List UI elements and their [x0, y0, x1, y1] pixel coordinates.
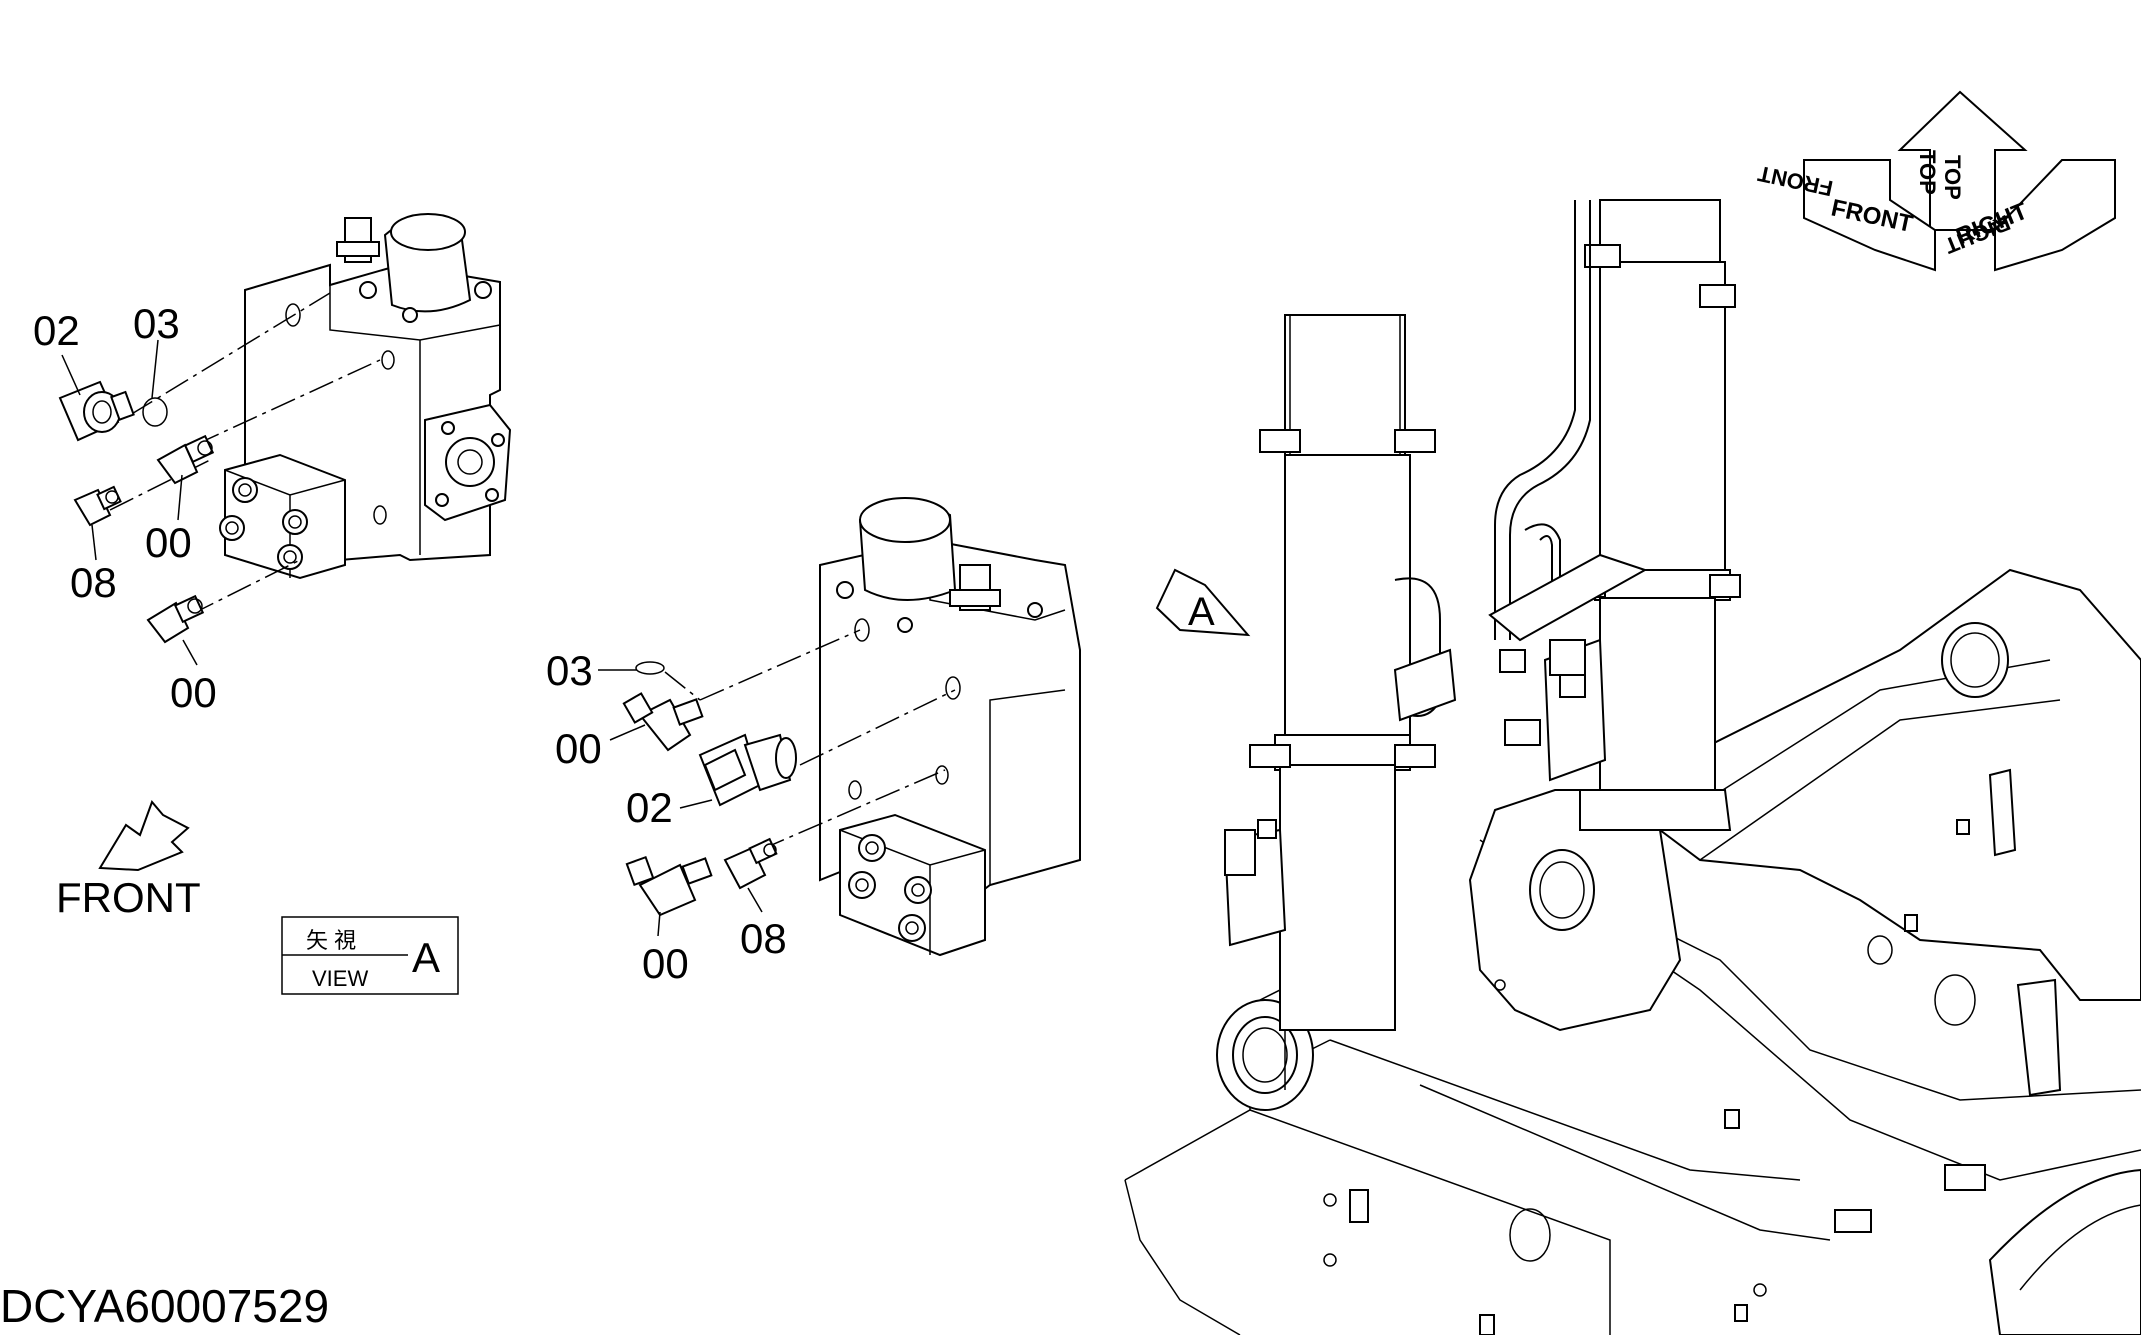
orientation-top-mirrored-label: TOP: [1940, 155, 1965, 200]
view-a-marker: A: [1155, 568, 1251, 637]
left-valve-assembly: 02 03 00 08 00: [33, 213, 512, 716]
orientation-indicator: FRONT FRONT TOP TOP RIGHT RIGHT: [1755, 90, 2116, 272]
view-box-japanese: 矢 視: [306, 928, 356, 953]
machine-structure: [1124, 199, 2141, 1335]
center-label-part-08: 08: [740, 915, 787, 962]
front-arrow-label: FRONT: [56, 874, 201, 921]
center-label-part-02: 02: [626, 784, 673, 831]
view-box-letter: A: [412, 934, 440, 981]
left-label-part-00-lower: 00: [170, 669, 217, 716]
view-box-view: VIEW: [312, 966, 368, 991]
left-label-part-00-upper: 00: [145, 519, 192, 566]
front-arrow: FRONT: [56, 800, 201, 921]
left-label-part-08: 08: [70, 559, 117, 606]
view-a-box: 矢 視 VIEW A: [281, 916, 459, 995]
center-valve-assembly: 03 00 02 00 08: [546, 497, 1081, 987]
left-label-part-03: 03: [133, 300, 180, 347]
drawing-id: DCYA60007529: [0, 1280, 330, 1332]
center-label-part-00-upper: 00: [555, 725, 602, 772]
left-label-part-02: 02: [33, 307, 80, 354]
view-a-marker-letter: A: [1188, 590, 1215, 634]
center-label-part-03: 03: [546, 647, 593, 694]
orientation-top-label: TOP: [1915, 150, 1940, 195]
center-label-part-00-lower: 00: [642, 940, 689, 987]
